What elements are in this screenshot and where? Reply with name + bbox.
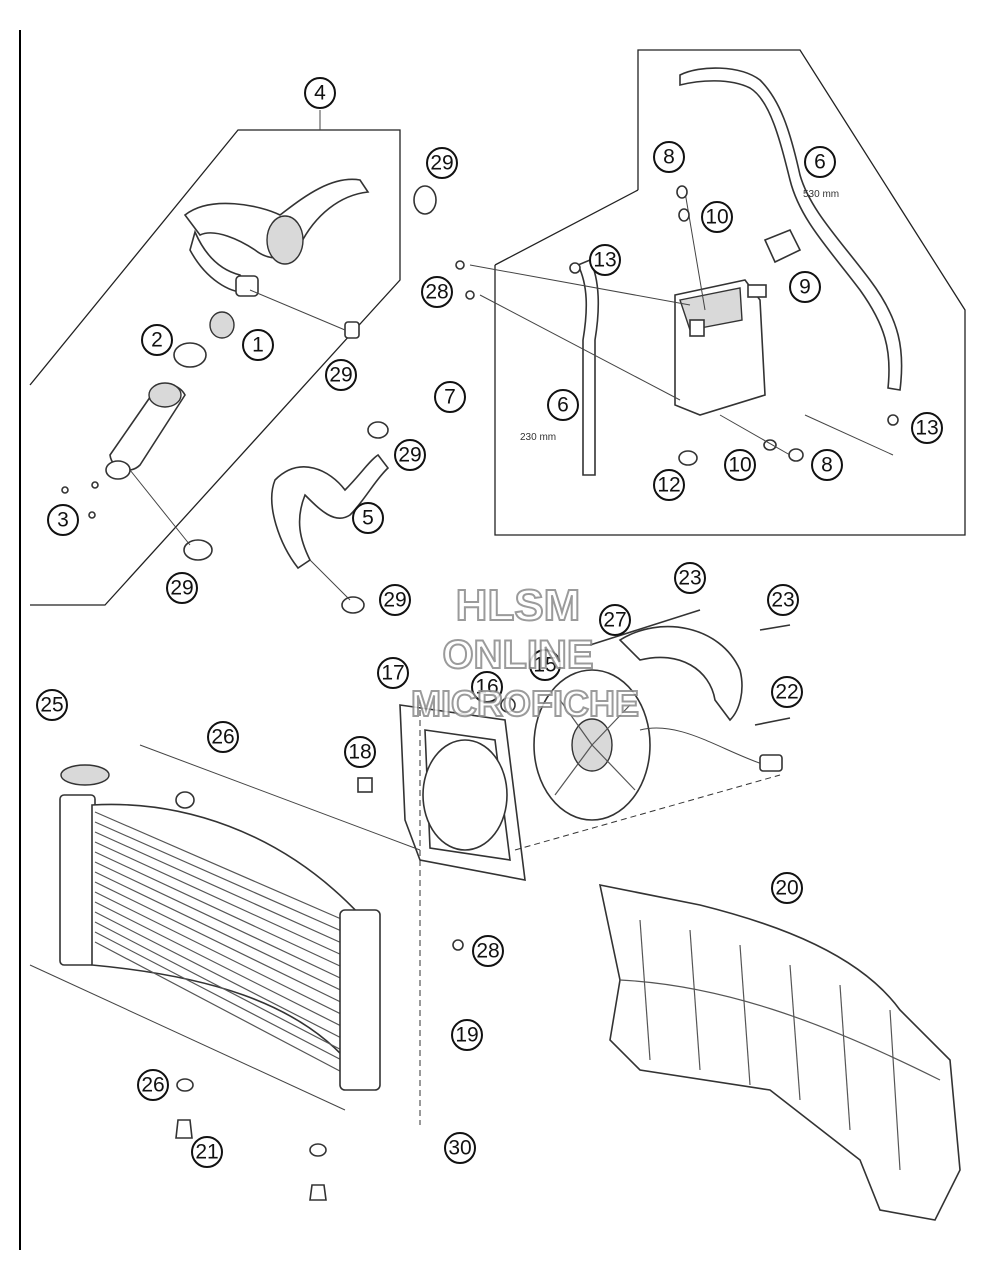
- callout-2: 2: [141, 324, 173, 356]
- watermark: HLSM ONLINE MICROFICHE: [410, 580, 640, 725]
- svg-text:16: 16: [475, 676, 498, 699]
- callout-16: 16: [471, 671, 503, 703]
- callout-21: 21: [191, 1136, 223, 1168]
- svg-text:21: 21: [195, 1141, 218, 1164]
- svg-text:27: 27: [603, 609, 626, 632]
- svg-text:25: 25: [40, 694, 63, 717]
- callout-1: 1: [242, 329, 274, 361]
- svg-text:5: 5: [362, 507, 374, 530]
- svg-text:13: 13: [593, 249, 616, 272]
- shroud-20: [598, 883, 961, 1221]
- svg-text:19: 19: [455, 1024, 478, 1047]
- svg-text:29: 29: [398, 444, 421, 467]
- svg-text:29: 29: [170, 577, 193, 600]
- callout-30: 30: [444, 1132, 476, 1164]
- callout-27: 27: [599, 604, 631, 636]
- callout-23-right: 23: [767, 584, 799, 616]
- callout-19: 19: [451, 1019, 483, 1051]
- svg-text:23: 23: [771, 589, 794, 612]
- callout-10-bottom: 10: [724, 449, 756, 481]
- callout-18: 18: [344, 736, 376, 768]
- svg-text:1: 1: [252, 334, 264, 357]
- svg-text:7: 7: [444, 386, 456, 409]
- callout-17: 17: [377, 657, 409, 689]
- svg-text:28: 28: [476, 940, 499, 963]
- svg-text:30: 30: [448, 1137, 471, 1160]
- callout-20: 20: [771, 872, 803, 904]
- svg-text:29: 29: [383, 589, 406, 612]
- watermark-line-1: HLSM: [456, 581, 581, 630]
- callout-13-left: 13: [589, 244, 621, 276]
- svg-text:29: 29: [430, 152, 453, 175]
- callout-7: 7: [434, 381, 466, 413]
- callout-6-short: 6: [547, 389, 579, 421]
- hose-5: [271, 421, 390, 614]
- svg-text:6: 6: [814, 151, 826, 174]
- callout-8-top: 8: [653, 141, 685, 173]
- callout-15: 15: [529, 649, 561, 681]
- watermark-line-2: ONLINE: [442, 633, 593, 677]
- svg-text:23: 23: [678, 567, 701, 590]
- hose-group-4: [29, 110, 437, 606]
- callout-10-top: 10: [701, 201, 733, 233]
- svg-text:2: 2: [151, 329, 163, 352]
- callout-28-top: 28: [421, 276, 453, 308]
- svg-text:9: 9: [799, 276, 811, 299]
- svg-text:10: 10: [728, 454, 751, 477]
- callout-9: 9: [789, 271, 821, 303]
- callout-26-bottom: 26: [137, 1069, 169, 1101]
- callout-4: 4: [304, 77, 336, 109]
- callout-29-lower: 29: [166, 572, 198, 604]
- callout-12: 12: [653, 469, 685, 501]
- svg-text:12: 12: [657, 474, 680, 497]
- callout-29-hose5: 29: [394, 439, 426, 471]
- callout-29-bottom: 29: [379, 584, 411, 616]
- callout-25: 25: [36, 689, 68, 721]
- svg-text:29: 29: [329, 364, 352, 387]
- callout-29-top: 29: [426, 147, 458, 179]
- svg-text:18: 18: [348, 741, 371, 764]
- callout-22: 22: [771, 676, 803, 708]
- watermark-line-3: MICROFICHE: [411, 683, 639, 724]
- svg-text:26: 26: [141, 1074, 164, 1097]
- hose-length-label-long: 530 mm: [803, 189, 839, 200]
- radiator: [29, 744, 464, 1201]
- callout-28-bottom: 28: [472, 935, 504, 967]
- svg-text:8: 8: [821, 454, 833, 477]
- svg-text:8: 8: [663, 146, 675, 169]
- svg-text:3: 3: [57, 509, 69, 532]
- svg-text:15: 15: [533, 654, 556, 677]
- callout-26-top: 26: [207, 721, 239, 753]
- callout-29-mid: 29: [325, 359, 357, 391]
- reservoir-group: 530 mm 230 mm: [455, 49, 966, 536]
- svg-text:22: 22: [775, 681, 798, 704]
- svg-text:6: 6: [557, 394, 569, 417]
- svg-text:26: 26: [211, 726, 234, 749]
- callout-13-right: 13: [911, 412, 943, 444]
- svg-text:13: 13: [915, 417, 938, 440]
- callout-6-long: 6: [804, 146, 836, 178]
- svg-text:20: 20: [775, 877, 798, 900]
- callout-23-left: 23: [674, 562, 706, 594]
- callout-8-bottom: 8: [811, 449, 843, 481]
- svg-text:17: 17: [381, 662, 404, 685]
- hose-length-label-short: 230 mm: [520, 432, 556, 443]
- svg-text:28: 28: [425, 281, 448, 304]
- callout-3: 3: [47, 504, 79, 536]
- callout-5: 5: [352, 502, 384, 534]
- svg-text:4: 4: [314, 82, 326, 105]
- fan-assembly: [357, 609, 791, 1125]
- svg-text:10: 10: [705, 206, 728, 229]
